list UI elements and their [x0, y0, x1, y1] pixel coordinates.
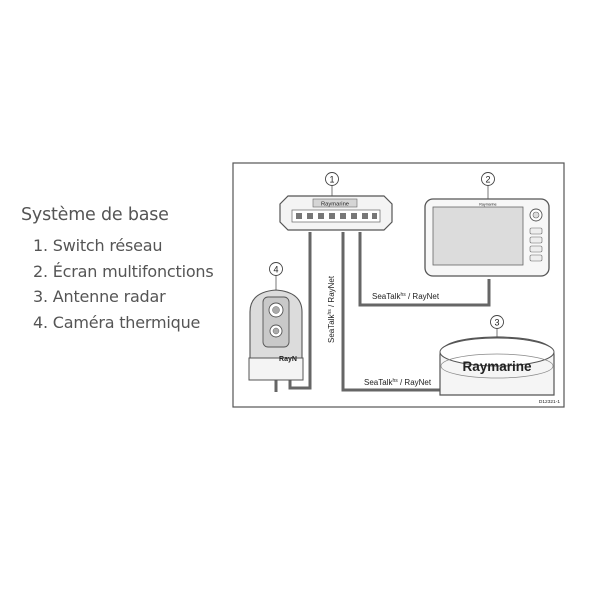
cable-switch-display: [358, 232, 491, 307]
legend-title: Système de base: [21, 205, 169, 225]
display-buttons: [529, 227, 543, 262]
callout-1: [325, 172, 339, 186]
callout-4: [269, 262, 283, 276]
camera-brand: RayN: [279, 356, 297, 363]
cable-label-display: SeaTalkhs / RayNet: [372, 292, 440, 301]
display-screen: [432, 206, 524, 266]
legend-list: 1. Switch réseau 2. Écran multifonctions…: [21, 233, 231, 335]
cables: [274, 232, 491, 392]
callout-2-label: 2: [485, 175, 490, 185]
callout-3-label: 3: [494, 318, 499, 328]
legend-item-network-switch: 1. Switch réseau: [33, 236, 163, 255]
radar-brand: Raymarine: [462, 359, 532, 374]
legend-item-thermal-camera: 4. Caméra thermique: [33, 312, 201, 332]
legend-item-radar-antenna: 3. Antenne radar: [33, 287, 166, 306]
legend-item-multifunction-display: 2. Écran multifonctions: [33, 261, 214, 281]
callout-3: [490, 315, 504, 329]
switch-brand: Raymarine: [321, 202, 349, 208]
switch-label-plate: [312, 198, 358, 208]
cable-switch-radar: [341, 232, 440, 392]
display-brand: Raymarine: [479, 202, 496, 206]
cable-switch-camera: [288, 232, 312, 390]
legend: Système de base 1. Switch réseau 2. Écra…: [21, 205, 231, 335]
thermal-camera: RayN 4: [248, 262, 304, 381]
switch-ports: [296, 213, 377, 219]
radar-antenna: Raymarine 3: [439, 315, 555, 396]
callout-4-label: 4: [273, 265, 278, 275]
cable-label-radar: SeaTalkhs / RayNet: [364, 378, 432, 387]
network-switch: Raymarine 1: [279, 172, 393, 231]
switch-port-row: [291, 209, 381, 223]
callout-2: [481, 172, 495, 186]
reference-code: D12321-1: [539, 399, 560, 405]
callout-1-label: 1: [329, 175, 334, 185]
multifunction-display: Raymarine 2: [424, 172, 550, 277]
cable-label-vertical: SeaTalkhs / RayNet: [327, 275, 336, 343]
